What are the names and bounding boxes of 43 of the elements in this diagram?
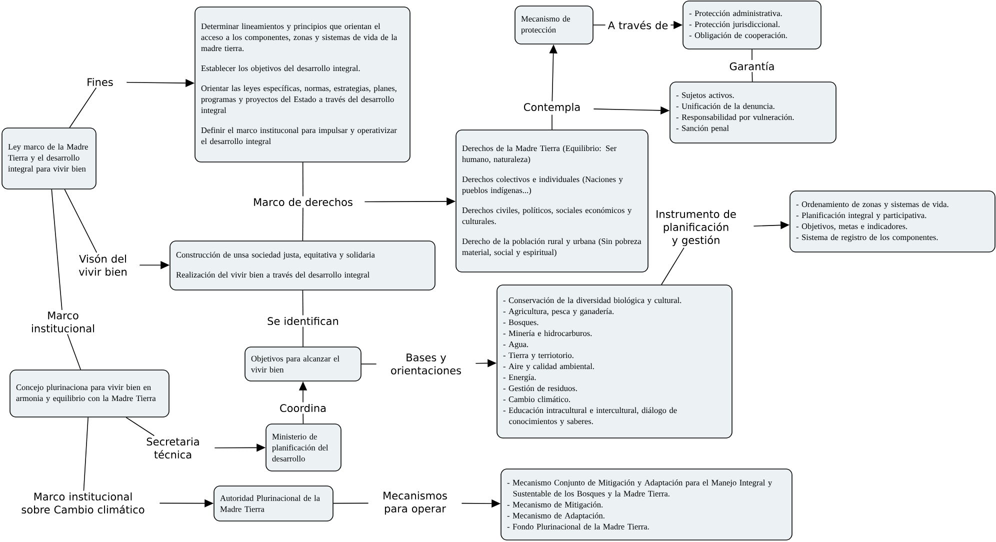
concept-box: Determinar lineamientos y principios que orientan el acceso a los componentes, zonas y sistemas de vida de la madre tierra. Establecer los objetivos del desarrollo integral. Orientar las leyes específicas, normas, estrategias, planes, programas y proyectos del Estado a través del desarrollo integral Definir el marco instituconal para impulsar y operativizar el desarrollo integral xyxy=(194,6,410,162)
connector-line xyxy=(333,502,369,504)
concept-box: - Conservación de la diversidad biológica y cultural. - Agricultura, pesca y ganadería. - Bosques. - Minería e hidrocarburos. - Agua. - Tierra y terriotorio. - Aire y calidad ambiental. - Energía. - Gestión de residuos. - Cambio climático. - Educación intracultural e intercultural, diálogo de conocimientos y saberes. xyxy=(496,284,732,438)
connector-line xyxy=(126,417,155,436)
concept-box: Construcción de unsa sociedad justa, equitativa y solidaria Realización del vivir bien a través del desarrollo integral xyxy=(170,240,436,290)
concept-box: - Sujetos activos. - Unificación de la denuncia. - Responsabilidad por vulneración. - Sanción penal xyxy=(670,82,836,144)
linking-phrase: Se identifican xyxy=(268,316,338,326)
linking-phrase: Visón del vivir bien xyxy=(78,254,126,276)
connector-line xyxy=(51,189,62,310)
connector-line xyxy=(67,334,82,370)
linking-phrase: Marco de derechos xyxy=(254,198,352,206)
connector-line xyxy=(593,24,606,26)
linking-phrase: Coordina xyxy=(280,404,326,412)
concept-box: Derechos de la Madre Tierra (Equilibrio: Ser humano, naturaleza) Derechos colectivos e individuales (Naciones y pueblos indígenas...) Derechos civiles, políticos, sociales económicos y culturales. Derecho de la población rural y urbana (Sin pobreza material, social y espiritual) xyxy=(456,130,648,272)
linking-phrase: Marco institucional sobre Cambio climático xyxy=(22,492,144,514)
connector-line xyxy=(83,417,88,492)
linking-phrase: Contempla xyxy=(524,102,580,114)
concept-box: - Mecanismo Conjunto de Mitigación y Adaptación para el Manejo Integral y Sustentable de los Bosques y la Madre Tierra. - Mecanismo de Mitigación. - Mecanismo de Adaptación. - Fondo Plurinacional de la Madre Tierra. xyxy=(500,468,792,540)
concept-box: Mecanismo de protección xyxy=(514,6,594,44)
linking-phrase: Marco institucional xyxy=(32,312,94,332)
connector-line xyxy=(302,326,304,347)
connector-line xyxy=(302,413,304,424)
concept-box: - Protección administrativa. - Protección jurisdiccional. - Obligación de cooperación. xyxy=(682,0,822,50)
connector-line xyxy=(64,189,98,253)
connector-line xyxy=(302,207,304,242)
linking-phrase: Mecanismos para operar xyxy=(384,491,447,515)
connector-line xyxy=(752,72,753,82)
linking-phrase: Bases y orientaciones xyxy=(391,354,461,374)
concept-box: Concejo plurinaciona para vivir bien en armonia y equilibrio con la Madre Tierra xyxy=(10,370,170,418)
linking-phrase: Instrumento de planificación y gestión xyxy=(656,210,736,246)
linking-phrase: Garantía xyxy=(730,62,774,70)
concept-box: Objetivos para alcanzar el vivir bien xyxy=(244,346,362,382)
concept-box: Autoridad Plurinacional de la Madre Tierra xyxy=(214,486,334,522)
linking-phrase: Secretaria técnica xyxy=(146,437,199,459)
concept-box: Ley marco de la Madre Tierra y el desarrollo integral para vivir bien xyxy=(2,128,96,190)
connector-line xyxy=(69,87,97,128)
concept-box: - Ordenamiento de zonas y sistemas de vida. - Planificación integral y participativa. - Objetivos, metas e indicadores. - Sistema de registro de los componentes. xyxy=(790,190,996,252)
connector-line xyxy=(302,290,304,316)
connector-line xyxy=(661,247,684,285)
linking-phrase: A través de xyxy=(608,20,668,30)
linking-phrase: Fines xyxy=(88,78,113,86)
connector-line xyxy=(302,162,304,197)
concept-box: Ministerio de planificación del desarrollo xyxy=(266,424,342,472)
